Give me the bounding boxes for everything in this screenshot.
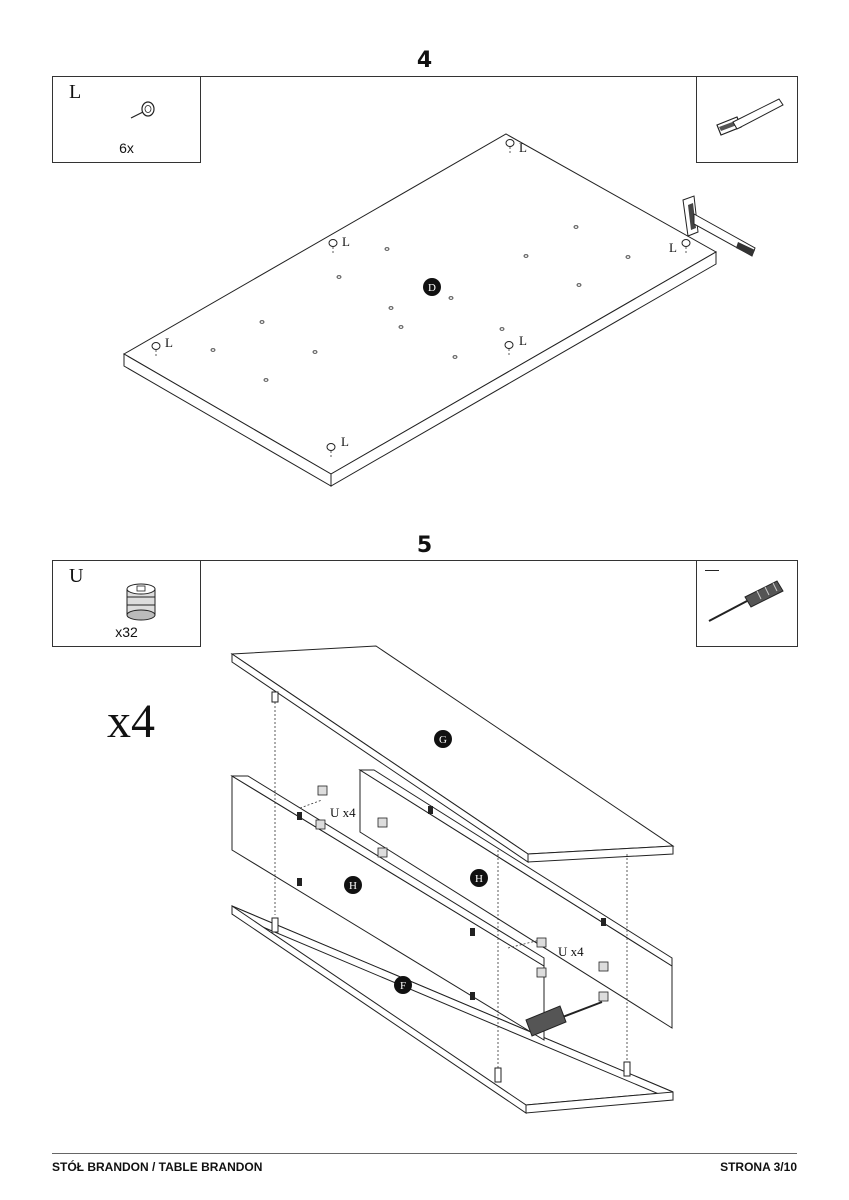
panel-holes bbox=[210, 225, 631, 382]
cam-locks bbox=[315, 785, 609, 1002]
step-4-part-box: L 6x bbox=[52, 76, 201, 163]
foot-callouts: L L L L L L bbox=[165, 140, 677, 449]
cam-bolts bbox=[297, 806, 606, 1000]
step-5-tool-box: — bbox=[696, 560, 798, 647]
step-5-rule bbox=[52, 560, 797, 561]
panel-label-h: H bbox=[475, 873, 483, 885]
hammer-icon bbox=[682, 195, 756, 257]
panel-label-h: H bbox=[349, 880, 357, 892]
panel-label-f: F bbox=[400, 980, 406, 992]
callout-l: L bbox=[519, 333, 527, 348]
side-panel-h-back bbox=[358, 769, 673, 1029]
footer-rule bbox=[52, 1153, 797, 1154]
callout-l: L bbox=[342, 234, 350, 249]
part-letter: L bbox=[69, 81, 82, 103]
callout-l: L bbox=[341, 434, 349, 449]
cam-lock-icon bbox=[126, 583, 156, 621]
callout-u-x4: U x4 bbox=[330, 805, 356, 820]
part-count: x32 bbox=[115, 624, 138, 640]
assembly-multiplier: x4 bbox=[107, 695, 155, 748]
step-5-number: 5 bbox=[416, 533, 433, 558]
hammer-icon bbox=[716, 98, 784, 136]
assembly-lines bbox=[274, 698, 628, 1070]
panel-markers: G H H F bbox=[344, 730, 488, 994]
callout-l: L bbox=[165, 335, 173, 350]
cam-callouts: U x4 U x4 bbox=[330, 805, 584, 959]
step-4-rule bbox=[52, 76, 797, 77]
step-5-part-box: U x32 bbox=[52, 560, 201, 647]
panel-label-g: G bbox=[439, 734, 447, 746]
bottom-panel-f bbox=[231, 905, 674, 1114]
part-letter: U bbox=[69, 565, 84, 587]
page-number: STRONA 3/10 bbox=[720, 1160, 797, 1174]
callout-l: L bbox=[519, 140, 527, 155]
screwdriver-icon bbox=[525, 1001, 603, 1037]
leveling-foot-icon bbox=[130, 101, 155, 119]
step-4-number: 4 bbox=[416, 48, 433, 73]
leveling-feet bbox=[151, 139, 691, 458]
part-count: 6x bbox=[119, 140, 134, 156]
top-panel-g bbox=[230, 645, 675, 863]
tabletop-panel-d bbox=[123, 133, 718, 487]
step-5-illustration: U x4 U x4 G H H F bbox=[230, 645, 675, 1114]
callout-l: L bbox=[669, 240, 677, 255]
side-panel-h-front bbox=[230, 775, 545, 1041]
footer-title: STÓŁ BRANDON / TABLE BRANDON bbox=[52, 1160, 263, 1174]
dowels bbox=[271, 691, 631, 1083]
tool-symbol: — bbox=[705, 561, 719, 577]
screwdriver-icon bbox=[708, 580, 784, 622]
callout-u-x4: U x4 bbox=[558, 944, 584, 959]
step-4-illustration: L L L L L L D bbox=[123, 133, 756, 487]
panel-label-d: D bbox=[428, 282, 436, 294]
panel-marker-d bbox=[423, 278, 441, 296]
step-4-tool-box bbox=[696, 76, 798, 163]
